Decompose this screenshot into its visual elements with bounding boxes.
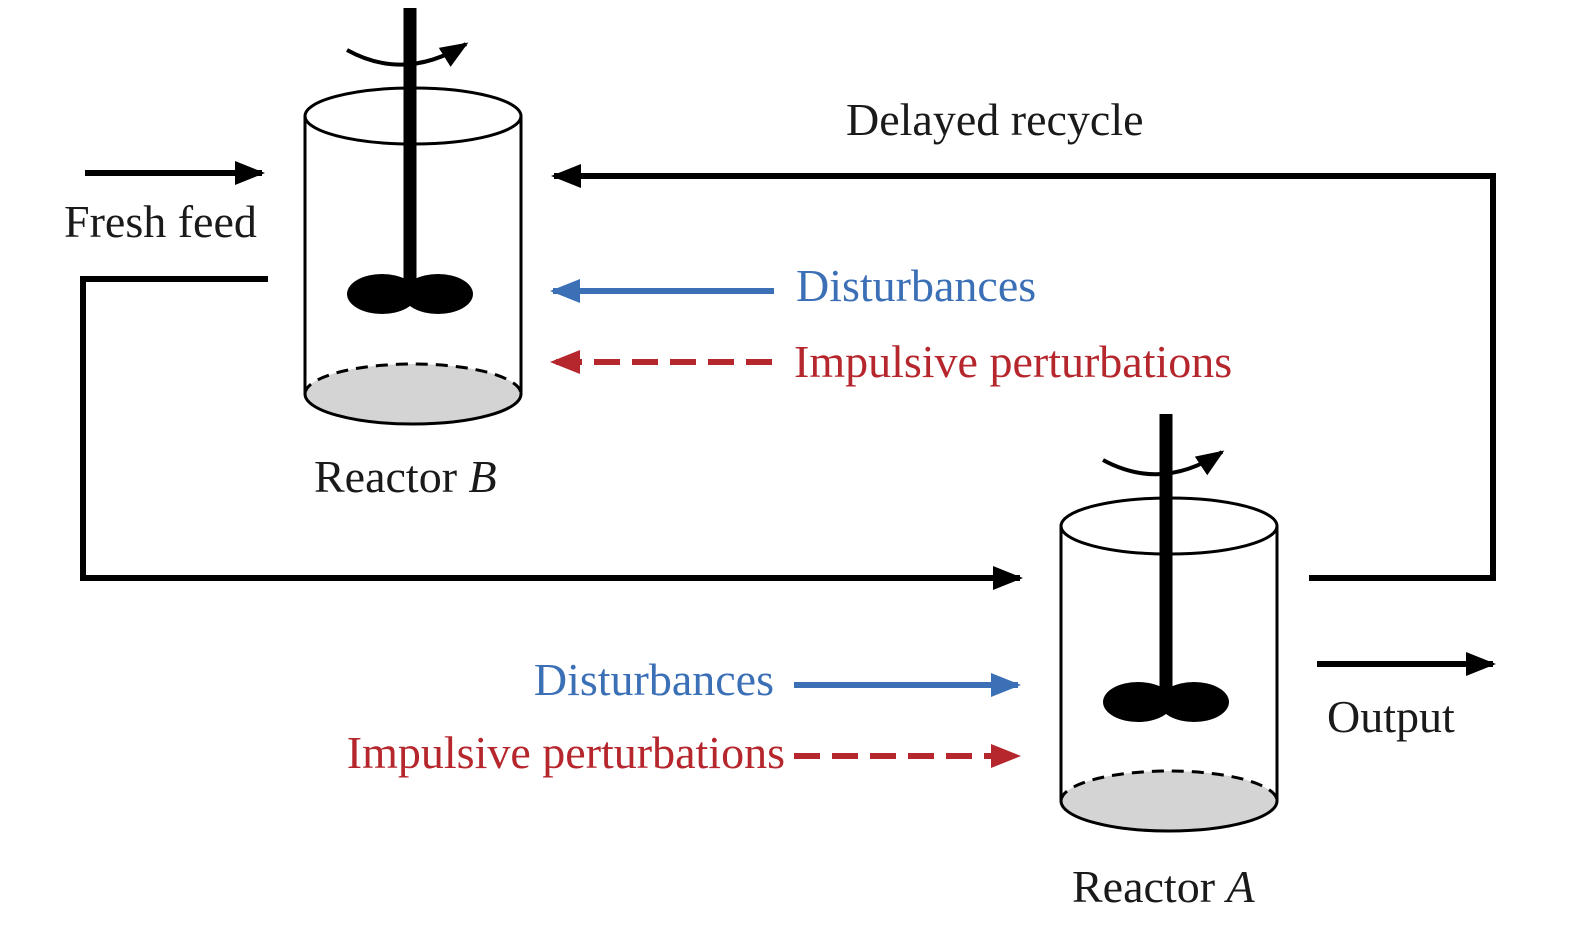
delayed-recycle-label: Delayed recycle	[846, 94, 1144, 145]
reactor-b-disturbances-label: Disturbances	[796, 260, 1036, 311]
reactor-a: Reactor A	[1059, 414, 1279, 912]
reactor-a-impulsive-label: Impulsive perturbations	[347, 727, 785, 778]
reactor-a-rotation-icon	[1102, 450, 1225, 477]
reactor-b-rotation-icon	[346, 42, 469, 67]
reactor-a-vessel	[1059, 496, 1279, 833]
reactor-a-stirrer	[1103, 414, 1229, 722]
reactor-b: Reactor B	[303, 8, 523, 502]
output-label: Output	[1327, 691, 1455, 742]
reactor-b-stirrer	[347, 8, 473, 314]
reactor-a-label: Reactor A	[1072, 861, 1256, 912]
reactor-b-label: Reactor B	[314, 451, 497, 502]
reactor-b-impulsive-label: Impulsive perturbations	[794, 336, 1232, 387]
transfer-line-b-to-a	[80, 276, 1023, 590]
reactor-a-disturbances-label: Disturbances	[534, 654, 774, 705]
delayed-recycle-line	[551, 164, 1496, 581]
fresh-feed-label: Fresh feed	[64, 196, 257, 247]
